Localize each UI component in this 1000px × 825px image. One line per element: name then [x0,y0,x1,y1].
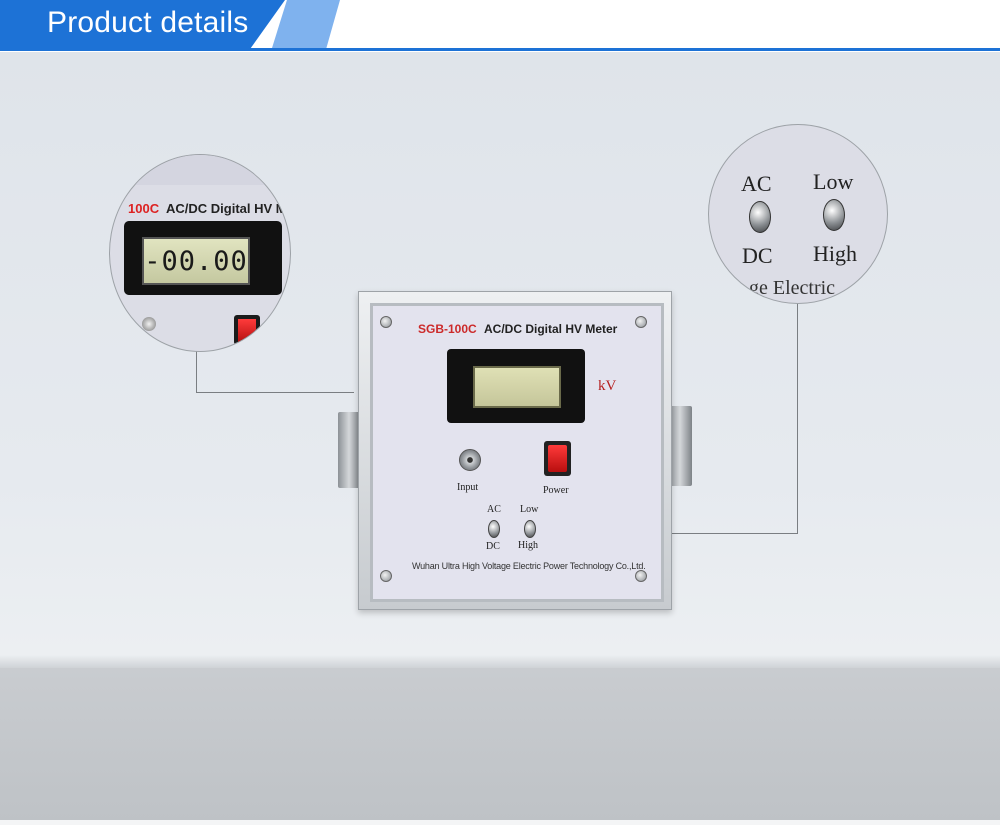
zoom-ac-dc-toggle [749,201,771,233]
zoom-high-label: High [813,241,857,266]
lcd-display [473,366,561,408]
page-title: Product details [47,6,249,39]
display-zoom-callout: 100C AC/DC Digital HV M -00.00 [109,154,291,352]
panel-strip [110,155,290,185]
banner-accent-stripe [272,0,340,48]
callout-line-right-h [672,533,798,534]
mode-switch-top-label: AC [487,504,501,515]
range-switch-top-label: Low [520,504,539,515]
screw-icon [635,570,647,582]
stage-floor [0,668,1000,825]
callout-line-right-v [797,298,798,534]
banner-underline [0,48,1000,51]
zoom-dc-label: DC [742,243,773,268]
power-label: Power [543,485,569,496]
header-banner: Product details [0,0,1000,52]
zoom-low-label: Low [813,169,854,194]
zoom-model-fragment: 100C [128,201,160,216]
zoom-ac-label: AC [741,171,772,196]
zoom-bottom-fragment: ge Electric [749,277,836,299]
switches-zoom-callout: AC DC Low High ge Electric [708,124,888,304]
device-model: SGB-100C [418,322,477,336]
zoom-lcd-reading: -00.00 [142,237,250,285]
range-switch-bottom-label: High [518,540,538,551]
hv-meter-panel [370,303,664,602]
unit-label: kV [598,378,617,394]
input-label: Input [457,482,479,493]
zoom-power-switch [234,315,260,345]
ac-dc-toggle-switch[interactable] [488,520,500,538]
right-handle-bracket [668,406,692,486]
low-high-toggle-switch[interactable] [524,520,536,538]
screw-icon [142,317,156,331]
input-connector[interactable] [459,449,481,471]
zoom-low-high-toggle [823,199,845,231]
zoom-title-fragment: AC/DC Digital HV M [166,201,287,216]
power-switch[interactable] [544,441,571,476]
callout-line-left-h [196,392,354,393]
screw-icon [635,316,647,328]
mode-switch-bottom-label: DC [486,541,500,552]
callout-line-left-v [196,340,197,393]
banner-tab [0,0,285,48]
bottom-divider [0,820,1000,825]
device-title: AC/DC Digital HV Meter [484,322,618,336]
screw-icon [380,316,392,328]
left-handle-bracket [338,412,360,488]
manufacturer-label: Wuhan Ultra High Voltage Electric Power … [412,561,646,571]
screw-icon [380,570,392,582]
